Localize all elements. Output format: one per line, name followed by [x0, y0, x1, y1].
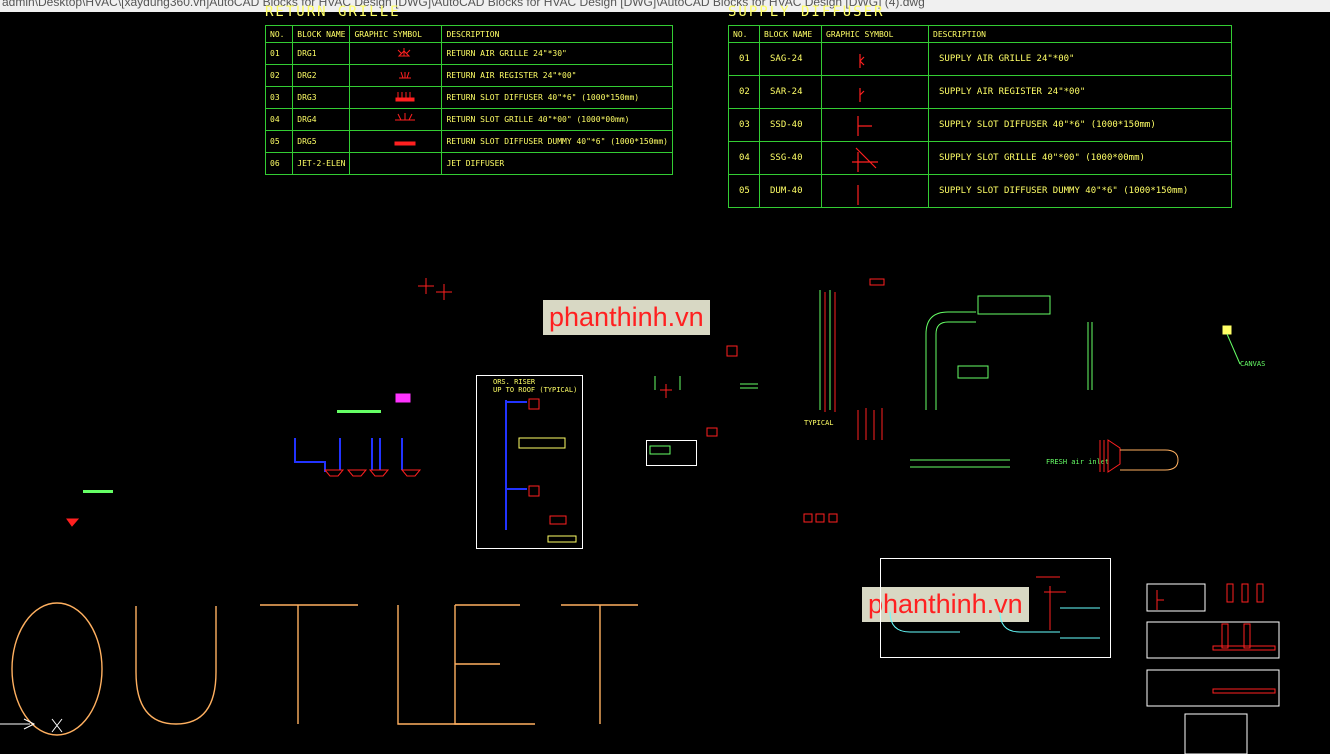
cell-graphic-symbol — [821, 75, 929, 109]
return-grille-table: NO. BLOCK NAME GRAPHIC SYMBOL DESCRIPTIO… — [264, 25, 673, 175]
cell-description: SUPPLY AIR REGISTER 24"*00" — [928, 75, 1232, 109]
cell-graphic-symbol — [821, 174, 929, 208]
riser-subtitle: UP TO ROOF (TYPICAL) — [493, 386, 578, 394]
cell-block-name: DUM-40 — [759, 174, 822, 208]
green-ductwork — [654, 290, 1179, 639]
typical-label: TYPICAL — [804, 419, 834, 427]
outlet-lettering — [11, 602, 638, 736]
return-grilles-row — [323, 469, 422, 477]
misc-annotation-marks — [83, 295, 1051, 543]
cell-description: SUPPLY SLOT DIFFUSER DUMMY 40"*6" (1000*… — [928, 174, 1232, 208]
supply-table-title: SUPPLY DIFFUSER — [728, 4, 885, 20]
drawing-canvas[interactable]: RETURN GRILLE NO. BLOCK NAME GRAPHIC SYM… — [0, 4, 1330, 754]
cell-no: 06 — [264, 152, 294, 175]
cell-no: 04 — [264, 108, 294, 131]
return-table-title: RETURN GRILLE — [265, 4, 401, 20]
cell-no: 02 — [728, 75, 760, 109]
riser-detail-frame — [476, 375, 583, 549]
cell-graphic-symbol — [821, 141, 929, 175]
watermark-phanthinh: phanthinh.vn — [543, 300, 710, 335]
small-detail-frame — [646, 440, 697, 466]
canvas-marker — [1222, 325, 1241, 365]
cell-block-name: SAR-24 — [759, 75, 822, 109]
table-header-row: NO. BLOCK NAME GRAPHIC SYMBOL DESCRIPTIO… — [728, 25, 1232, 43]
cell-graphic-symbol — [821, 108, 929, 142]
fresh-air-label: FRESH air inlet — [1046, 458, 1110, 466]
ucs-icon — [0, 718, 63, 733]
col-header-no: NO. — [264, 25, 294, 43]
window-title-bar: admin\Desktop\HVAC\[xaydung360.vn]AutoCA… — [0, 0, 1330, 12]
supply-diffuser-table: NO. BLOCK NAME GRAPHIC SYMBOL DESCRIPTIO… — [728, 25, 1232, 208]
canvas-label: CANVAS — [1240, 360, 1266, 368]
cell-block-name: SAG-24 — [759, 42, 822, 76]
riser-title: ORS. RISER — [493, 378, 536, 386]
cell-block-name: SSD-40 — [759, 108, 822, 142]
scattered-fittings — [66, 278, 1276, 694]
cell-description: JET DIFFUSER — [441, 152, 673, 175]
window-title: admin\Desktop\HVAC\[xaydung360.vn]AutoCA… — [2, 0, 925, 9]
return-symbols — [394, 48, 416, 146]
cad-drawing-layer — [0, 48, 1280, 754]
duct-detail-frame — [880, 558, 1111, 658]
supply-symbols — [852, 54, 878, 205]
cell-description: SUPPLY SLOT DIFFUSER 40"*6" (1000*150mm) — [928, 108, 1232, 142]
cell-no: 02 — [264, 64, 294, 87]
cell-block-name: JET-2-ELEN — [292, 152, 351, 175]
cell-description: SUPPLY AIR GRILLE 24"*00" — [928, 42, 1232, 76]
cell-graphic-symbol — [349, 152, 443, 175]
blue-piping — [294, 400, 527, 530]
right-detail-frames — [1146, 583, 1280, 754]
